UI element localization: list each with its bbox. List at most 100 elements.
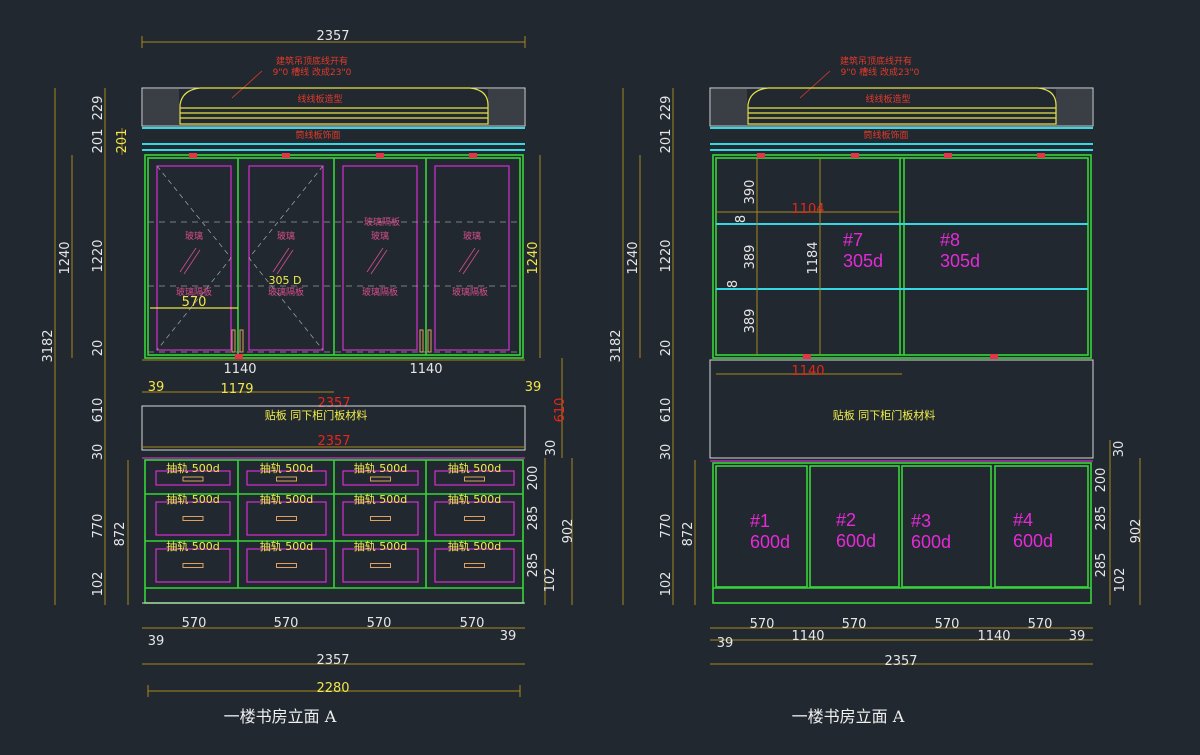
left-bottom-570-1: 570	[182, 616, 207, 631]
left-glass-shelf-1: 玻璃隔板	[176, 286, 212, 298]
left-dim-2357-red2: 2357	[317, 434, 350, 449]
left-dim-1140b: 1140	[409, 362, 442, 377]
right-bottom-1140a: 1140	[791, 629, 824, 644]
right-bottom-39l: 39	[717, 636, 734, 651]
left-drawer-grid: 抽轨 500d 抽轨 500d 抽轨 500d 抽轨 500d 抽轨 500d 抽轨 50…	[155, 461, 515, 583]
drawer-front	[342, 470, 419, 486]
drawer-rail-label: 抽轨 500d	[448, 539, 501, 553]
left-glass-label-3: 玻璃	[371, 230, 389, 242]
right-tag1-b: 600d	[750, 532, 790, 552]
right-rdim-285b: 285	[1094, 553, 1109, 578]
right-rdim-902: 902	[1129, 519, 1144, 544]
right-vdim-20: 20	[659, 340, 674, 357]
right-bottom-570-4: 570	[1028, 617, 1053, 632]
drawer-rail-label: 抽轨 500d	[260, 492, 313, 506]
drawer-front	[155, 548, 231, 583]
right-vdim-3182: 3182	[609, 329, 624, 362]
left-vdim-201-y: 201	[115, 129, 130, 154]
left-vdim-1220: 1220	[91, 239, 106, 272]
right-tag1-a: #1	[750, 511, 770, 531]
left-bottom-570-2: 570	[274, 616, 299, 631]
right-dim-8a: 8	[734, 215, 749, 223]
left-vdim-20: 20	[91, 340, 106, 357]
left-bottom-570-3: 570	[367, 616, 392, 631]
left-rdim-610: 610	[553, 398, 568, 423]
right-ceiling-note-1: 建筑吊顶底线开有	[840, 55, 912, 67]
right-band-label: 筒线板饰面	[863, 129, 908, 141]
right-dim-1184: 1184	[806, 241, 821, 274]
left-vdim-102: 102	[91, 572, 106, 597]
right-mid-label: 贴板 同下柜门板材料	[833, 408, 936, 422]
left-glass-shelf-3: 玻璃隔板	[362, 286, 398, 298]
left-vdim-872: 872	[113, 522, 128, 547]
drawer-front	[434, 470, 515, 486]
right-ceiling-note-2: 9"0 槽线 改成23"0	[841, 66, 920, 78]
drawer-front	[246, 470, 327, 486]
right-dim-389b: 389	[743, 309, 758, 334]
right-tag7-a: #7	[843, 230, 863, 250]
left-elevation: 2357 建筑吊顶底线开有 9"0 槽线 改成23"0 线线板造型 筒线板饰面	[41, 29, 576, 726]
drawer-rail-label: 抽轨 500d	[166, 539, 219, 553]
left-vdim-610: 610	[91, 398, 106, 423]
left-dim-2357-red1: 2357	[317, 396, 350, 411]
left-bottom-570-4: 570	[460, 616, 485, 631]
drawer-front	[434, 548, 515, 583]
right-dim-1104: 1104	[791, 202, 824, 217]
right-vdim-201: 201	[659, 129, 674, 154]
drawer-front	[246, 501, 327, 536]
drawer-handle-icon	[276, 476, 297, 482]
left-shelf-label-mid: 玻璃隔板	[364, 216, 400, 228]
left-rdim-30: 30	[544, 440, 559, 457]
left-bottom-2357: 2357	[316, 653, 349, 668]
drawer-rail-label: 抽轨 500d	[354, 539, 407, 553]
left-glass-label-4: 玻璃	[463, 230, 481, 242]
left-inner-570: 570	[182, 295, 207, 310]
drawer-rail-label: 抽轨 500d	[354, 461, 407, 475]
left-bottom-2280: 2280	[316, 681, 349, 696]
drawer-front	[342, 548, 419, 583]
drawer-handle-icon	[370, 516, 391, 521]
drawer-handle-icon	[464, 563, 485, 568]
drawer-handle-icon	[182, 476, 204, 482]
right-vdim-30: 30	[659, 444, 674, 461]
left-vdim-770: 770	[91, 514, 106, 539]
right-tag8-a: #8	[940, 230, 960, 250]
right-rdim-200: 200	[1094, 468, 1109, 493]
left-rdim-1240: 1240	[526, 241, 541, 274]
right-bottom-570-1: 570	[750, 617, 775, 632]
left-rdim-102: 102	[543, 568, 558, 593]
drawer-rail-label: 抽轨 500d	[166, 492, 219, 506]
left-glass-label-2: 玻璃	[277, 230, 295, 242]
drawer-rail-label: 抽轨 500d	[354, 492, 407, 506]
drawer-handle-icon	[182, 563, 204, 568]
drawer-handle-icon	[182, 516, 204, 521]
right-dim-1140: 1140	[791, 364, 824, 379]
drawer-front	[155, 470, 231, 486]
right-bottom-570-3: 570	[935, 617, 960, 632]
right-vdim-229: 229	[659, 96, 674, 121]
right-vdim-872: 872	[681, 522, 696, 547]
left-vdim-30: 30	[91, 444, 106, 461]
drawer-front	[246, 548, 327, 583]
drawer-rail-label: 抽轨 500d	[166, 461, 219, 475]
right-caption: 一楼书房立面 A	[792, 707, 905, 726]
right-rdim-285a: 285	[1094, 506, 1109, 531]
drawer-rail-label: 抽轨 500d	[448, 461, 501, 475]
left-rdim-902: 902	[561, 519, 576, 544]
right-crown-label: 线线板造型	[865, 93, 910, 105]
drawer-handle-icon	[276, 516, 297, 521]
left-rdim-200: 200	[526, 466, 541, 491]
right-vdim-1240: 1240	[626, 241, 641, 274]
left-bottom-39l: 39	[148, 634, 165, 649]
drawer-rail-label: 抽轨 500d	[448, 492, 501, 506]
left-crown-label: 线线板造型	[297, 93, 342, 105]
drawer-handle-icon	[370, 563, 391, 568]
right-dim-8b: 8	[726, 280, 741, 288]
drawer-rail-label: 抽轨 500d	[260, 461, 313, 475]
left-ceiling-note-1: 建筑吊顶底线开有	[276, 55, 348, 67]
left-ceiling-note-2: 9"0 槽线 改成23"0	[273, 66, 352, 78]
drawer-front	[155, 501, 231, 536]
left-inner-305: 305 D	[269, 274, 302, 287]
right-bottom-1140b: 1140	[977, 629, 1010, 644]
